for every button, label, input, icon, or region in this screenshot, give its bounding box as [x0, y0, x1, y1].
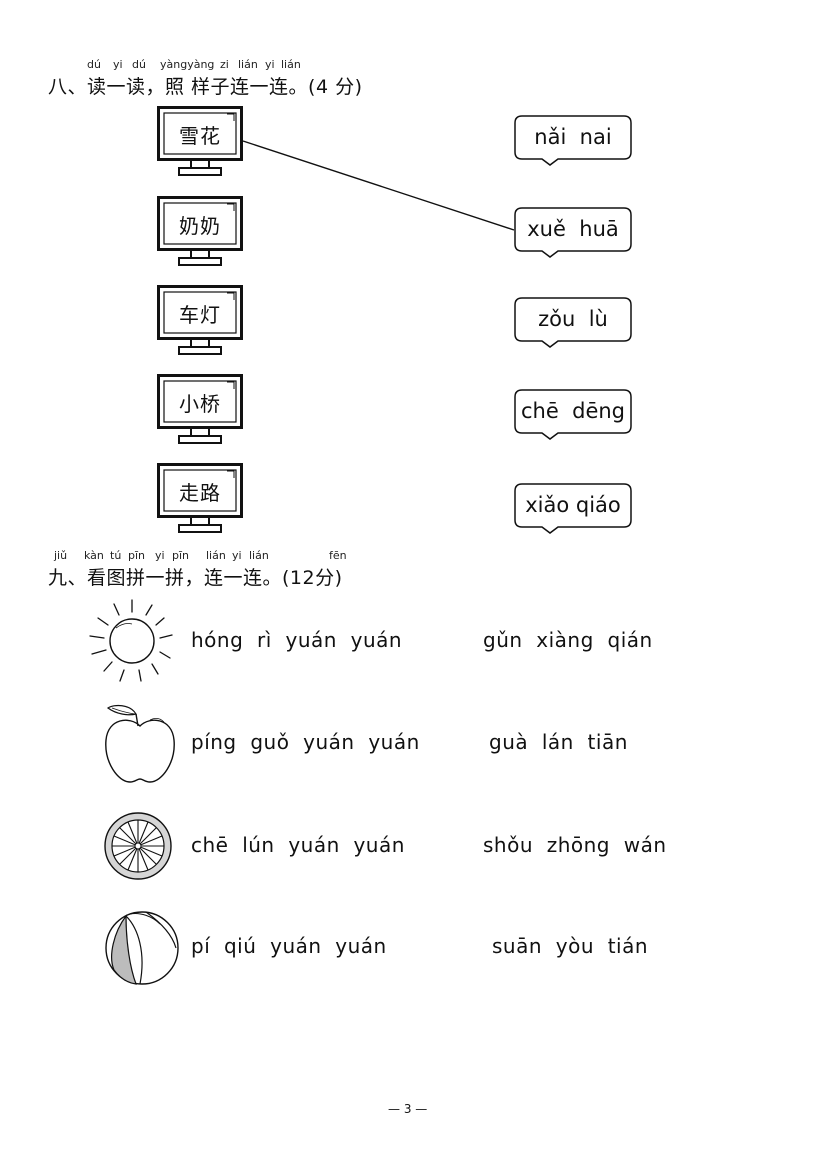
monitor-word: 奶奶 [179, 213, 221, 238]
right-phrase[interactable]: suān yòu tián [492, 934, 649, 958]
pinyin-du: dú [87, 58, 101, 71]
monitor-card[interactable]: 走路 [157, 463, 243, 535]
speech-bubble-icon [514, 389, 632, 440]
monitor-icon [157, 196, 243, 266]
monitor-card[interactable]: 奶奶 [157, 196, 243, 268]
pinyin-lian: lián [249, 549, 269, 562]
left-phrase[interactable]: hóng rì yuán yuán [191, 628, 403, 652]
monitor-icon [157, 374, 243, 444]
monitor-card[interactable]: 车灯 [157, 285, 243, 357]
bubble-pinyin: chē dēng [520, 399, 625, 423]
monitor-word: 走路 [179, 480, 221, 505]
pinyin-yi: yi [113, 58, 123, 71]
speech-bubble-icon [514, 483, 632, 534]
pinyin-tu: tú [110, 549, 122, 562]
monitor-icon [157, 106, 243, 176]
pinyin-du: dú [132, 58, 146, 71]
bubble-pinyin: xiǎo qiáo [525, 493, 621, 517]
page-number: — 3 — [388, 1102, 428, 1116]
right-phrase[interactable]: guà lán tiān [489, 730, 628, 754]
pinyin-bubble[interactable]: chē dēng [514, 389, 632, 441]
pinyin-lian: lián [238, 58, 258, 71]
bubble-pinyin: nǎi nai [534, 125, 612, 149]
pinyin-pin: pīn [128, 549, 146, 562]
pinyin-lian: lián [206, 549, 226, 562]
pinyin-fen: fēn [329, 549, 347, 562]
monitor-card[interactable]: 雪花 [157, 106, 243, 178]
monitor-word: 雪花 [179, 123, 221, 148]
apple-icon [105, 704, 175, 783]
pinyin-kan: kàn [84, 549, 104, 562]
pinyin-jiu: jiǔ [54, 549, 68, 562]
speech-bubble-icon [514, 115, 632, 166]
speech-bubble-icon [514, 207, 632, 258]
pinyin-yi: yi [265, 58, 275, 71]
beach-ball-icon [105, 911, 179, 985]
monitor-icon [157, 285, 243, 355]
speech-bubble-icon [514, 297, 632, 348]
monitor-word: 小桥 [179, 391, 221, 416]
left-phrase[interactable]: chē lún yuán yuán [191, 833, 405, 857]
pinyin-yangyang: yàngyàng [160, 58, 215, 71]
example-connector-line [242, 140, 515, 231]
monitor-icon [157, 463, 243, 533]
pinyin-yi: yi [232, 549, 242, 562]
right-phrase[interactable]: gǔn xiàng qián [483, 628, 653, 652]
pinyin-bubble[interactable]: xuě huā [514, 207, 632, 259]
sun-icon [89, 599, 173, 682]
pinyin-bubble[interactable]: zǒu lù [514, 297, 632, 349]
section8-title: 八、读一读，照 样子连一连。(4 分) [48, 76, 363, 98]
monitor-card[interactable]: 小桥 [157, 374, 243, 446]
right-phrase[interactable]: shǒu zhōng wán [483, 833, 667, 857]
bubble-pinyin: zǒu lù [538, 307, 608, 331]
section9-title: 九、看图拼一拼，连一连。(12分) [48, 567, 343, 589]
pinyin-bubble[interactable]: nǎi nai [514, 115, 632, 167]
pinyin-zi: zi [220, 58, 229, 71]
orange-slice-icon [104, 812, 172, 880]
pinyin-pin: pīn [172, 549, 190, 562]
pinyin-bubble[interactable]: xiǎo qiáo [514, 483, 632, 535]
bubble-pinyin: xuě huā [527, 217, 619, 241]
pinyin-lian: lián [281, 58, 301, 71]
left-phrase[interactable]: píng guǒ yuán yuán [191, 730, 420, 754]
monitor-word: 车灯 [179, 302, 221, 327]
pinyin-yi: yi [155, 549, 165, 562]
left-phrase[interactable]: pí qiú yuán yuán [191, 934, 387, 958]
